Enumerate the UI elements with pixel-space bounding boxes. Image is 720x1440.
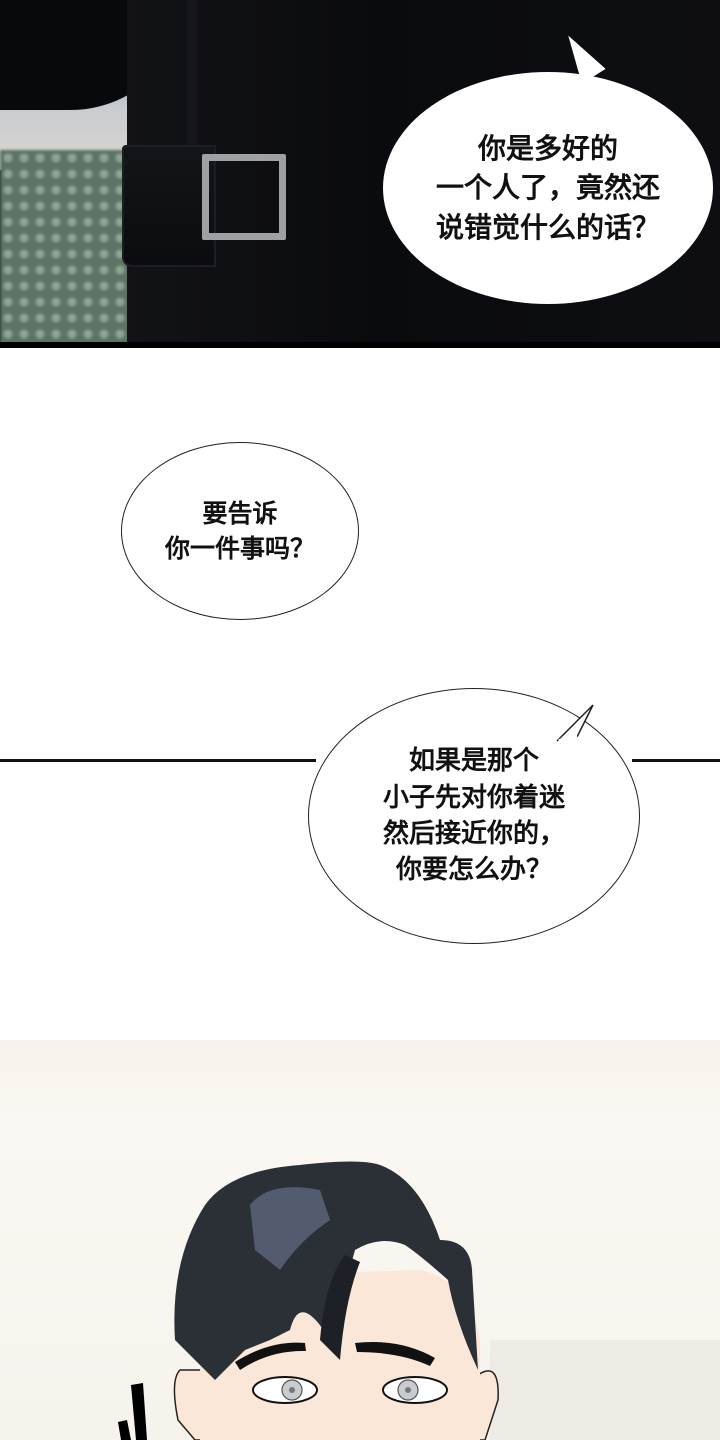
- bubble-line: 说错觉什么的话？: [435, 210, 660, 244]
- coat-fold: [187, 0, 197, 245]
- bubble-line: 如果是那个: [408, 746, 539, 777]
- bubble-line: 要告诉: [202, 499, 278, 528]
- sleeve-belt: [122, 145, 216, 267]
- bubble-line: 小子先对你着迷: [382, 782, 565, 813]
- bubble-line: 你一件事吗？: [164, 534, 315, 563]
- bubble-line: 然后接近你的，: [382, 819, 565, 849]
- panel-coat-buckle: 你是多好的 一个人了，竟然还 说错觉什么的话？: [0, 0, 720, 348]
- speech-bubble-2: 要告诉 你一件事吗？: [121, 442, 359, 620]
- background-wall: [490, 1340, 720, 1440]
- character-face: [118, 1161, 499, 1440]
- bubble-tail: [556, 704, 594, 743]
- bubble-line: 一个人了，竟然还: [435, 171, 660, 205]
- bubble-line: 你要怎么办？: [395, 855, 552, 886]
- speech-bubble-3: 如果是那个 小子先对你着迷 然后接近你的， 你要怎么办？: [308, 688, 640, 944]
- divider-line-left: [0, 759, 316, 762]
- panel-surprised-man: [0, 1040, 720, 1440]
- panel-border: [0, 342, 720, 348]
- speech-bubble-1: 你是多好的 一个人了，竟然还 说错觉什么的话？: [383, 28, 713, 304]
- belt-buckle: [202, 154, 286, 240]
- divider-line-right: [632, 759, 720, 762]
- bubble-line: 你是多好的: [477, 132, 618, 166]
